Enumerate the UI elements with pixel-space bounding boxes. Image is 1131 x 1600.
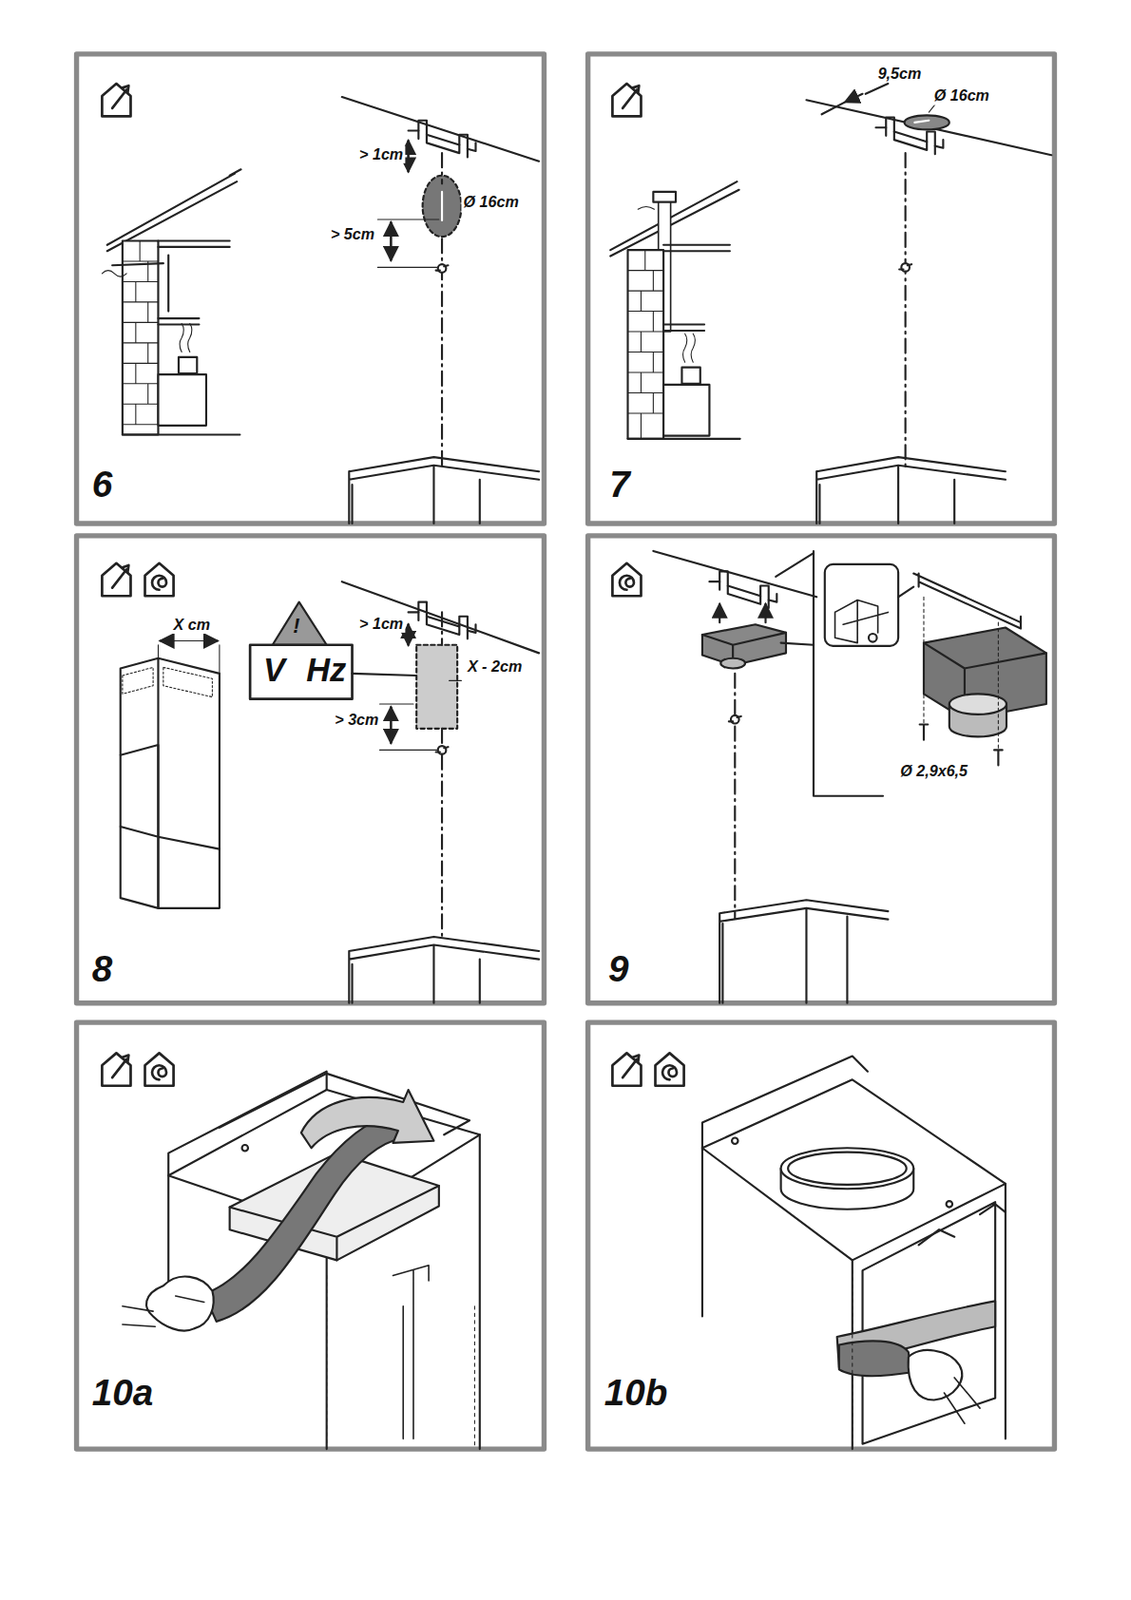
figure-number: V <box>263 652 286 690</box>
figure-number: 8 <box>92 949 114 991</box>
figure-number: 6 <box>92 464 114 506</box>
dimension-label: ! <box>292 614 300 638</box>
dimension-label: > 3cm <box>332 711 381 729</box>
dimension-label: 9,5cm <box>876 65 924 83</box>
figure-number: Hz <box>306 652 346 690</box>
figure-number: 10b <box>604 1373 669 1415</box>
dimension-label: > 1cm <box>357 615 405 633</box>
figure-number: 10a <box>92 1373 154 1415</box>
dimension-label: > 5cm <box>328 226 377 244</box>
dimension-label: Ø 16cm <box>932 87 993 105</box>
dimension-label: Ø 16cm <box>460 193 521 211</box>
dimension-label: Ø 2,9x6,5 <box>898 763 970 781</box>
figure-number: 9 <box>608 949 630 991</box>
dimension-label: X cm <box>171 616 212 634</box>
dimension-label: > 1cm <box>357 146 405 164</box>
dimension-label: X - 2cm <box>465 658 525 676</box>
figure-number: 7 <box>609 464 631 506</box>
